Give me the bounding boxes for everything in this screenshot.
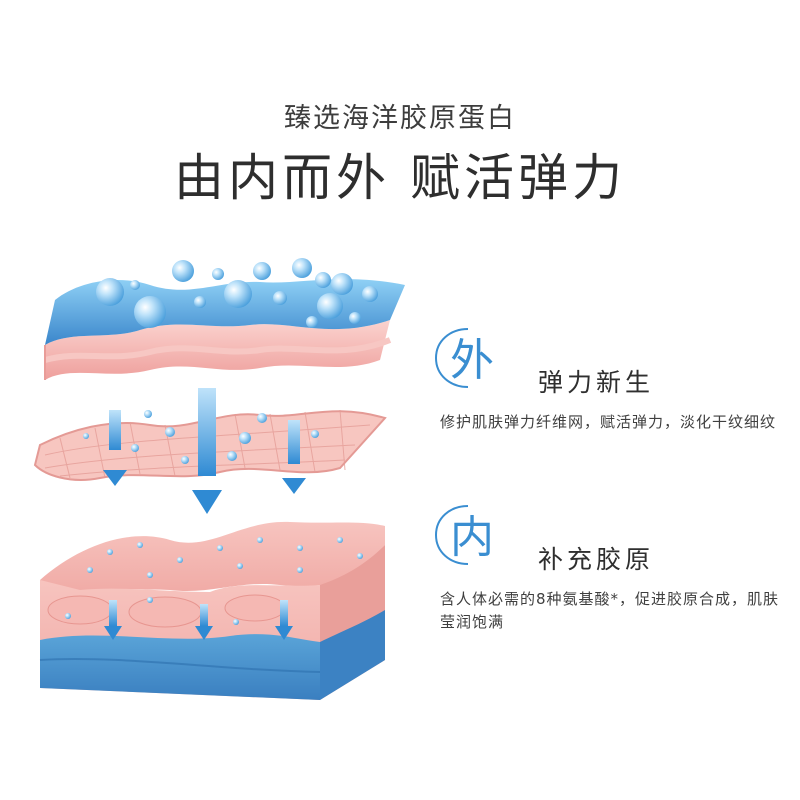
badge-char: 内 (450, 512, 494, 563)
down-arrow-icon (104, 600, 293, 640)
water-bubble-icon (96, 258, 378, 328)
down-arrow-icon (103, 388, 306, 514)
point-heading: 弹力新生 (538, 368, 655, 397)
skin-cross-section (39, 521, 385, 700)
outer-skin-layer (44, 279, 405, 380)
point-description: 修护肌肤弹力纤维网，赋活弹力，淡化干纹细纹 (440, 413, 777, 431)
badge-char: 外 (450, 335, 494, 386)
water-bubble-icon (65, 537, 363, 625)
badge-bracket-icon (434, 328, 469, 388)
page-title: 由内而外 赋活弹力 (174, 149, 626, 207)
point-description: 含人体必需的8种氨基酸*，促进胶原合成，肌肤莹润饱满 (440, 590, 780, 631)
water-bubble-icon (83, 410, 319, 464)
badge-bracket-icon (434, 505, 469, 565)
point-heading: 补充胶原 (538, 545, 655, 574)
page-subtitle: 臻选海洋胶原蛋白 (284, 103, 516, 134)
